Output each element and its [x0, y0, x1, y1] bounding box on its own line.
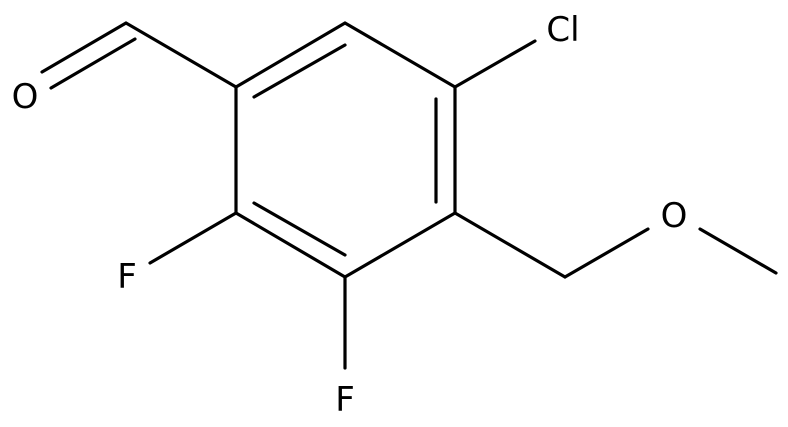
- ring-bond-c1-c2: [234, 21, 347, 89]
- ring-bond-c2-c3: [343, 21, 457, 89]
- atom-label-fluorine-left: F: [117, 257, 137, 297]
- bond-o-ch3: [698, 227, 778, 275]
- bond-ch2-o: [563, 227, 650, 279]
- ring-bond-c4-c5: [343, 211, 457, 279]
- ring-bond-c5-c6-inner: [252, 201, 347, 257]
- atom-label-carbonyl-oxygen: O: [12, 77, 39, 117]
- bond-c3-cl: [453, 39, 537, 89]
- ring-bond-c5-c6: [234, 211, 347, 279]
- atom-label-chlorine: Cl: [546, 10, 579, 50]
- bond-c1-cho: [124, 21, 238, 89]
- bond-cho-o-b: [49, 37, 137, 90]
- ring-bond-c1-c2-inner: [252, 43, 347, 99]
- bond-c4-ch2: [453, 211, 567, 279]
- atom-label-ether-oxygen: O: [661, 196, 688, 236]
- bond-c6-f: [148, 211, 238, 265]
- bond-cho-o-a: [40, 21, 128, 74]
- atom-label-fluorine-bottom: F: [335, 380, 355, 420]
